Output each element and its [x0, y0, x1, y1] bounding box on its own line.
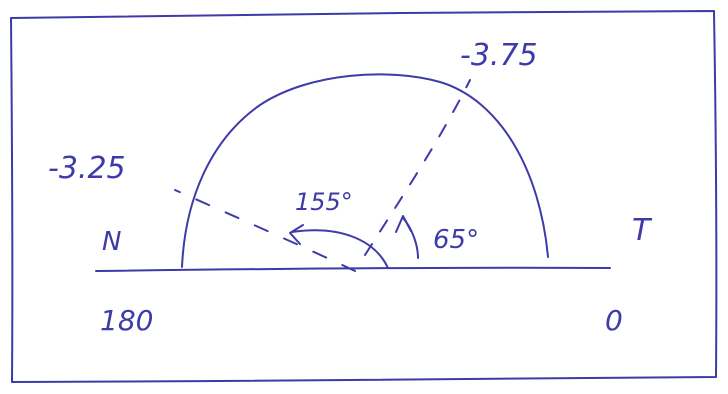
label-left-value: -3.25 — [48, 151, 126, 186]
frame-border — [10, 10, 718, 383]
arrowhead-155 — [289, 224, 304, 245]
label-right-end: T — [632, 213, 653, 248]
label-left-angle: 155° — [295, 188, 353, 216]
angle-arc-155 — [291, 229, 389, 269]
dashed-line-155 — [174, 189, 356, 272]
label-left-end: N — [102, 227, 121, 257]
angle-arc-65 — [402, 217, 419, 259]
label-left-scale: 180 — [100, 304, 153, 337]
dashed-line-65 — [364, 79, 471, 256]
label-right-value: -3.75 — [460, 38, 538, 73]
label-right-angle: 65° — [433, 225, 479, 255]
label-right-scale: 0 — [605, 304, 623, 337]
dome-arc — [181, 73, 549, 268]
arrowhead-65 — [395, 215, 412, 233]
